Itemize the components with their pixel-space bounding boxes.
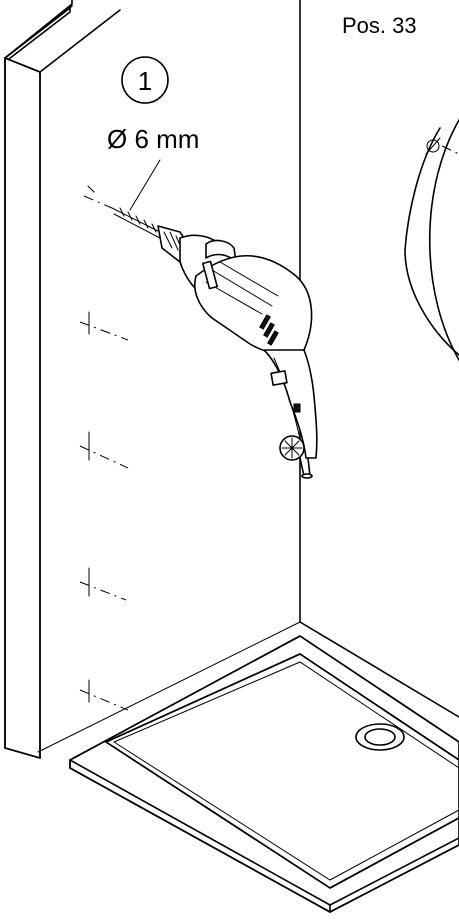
power-drill-icon bbox=[111, 207, 318, 479]
drill-hole-marker-1 bbox=[83, 185, 113, 209]
shower-tray bbox=[69, 635, 459, 913]
drill-hole-markers bbox=[79, 185, 129, 711]
drill-hole-marker-4 bbox=[79, 567, 127, 601]
drill-diameter-label: Ø 6 mm bbox=[107, 124, 199, 154]
back-wall bbox=[37, 0, 459, 753]
drill-hole-marker-5 bbox=[79, 679, 129, 711]
diameter-leader-line bbox=[129, 159, 161, 211]
position-label: Pos. 33 bbox=[342, 13, 417, 38]
mirror-outline bbox=[404, 119, 459, 361]
step-number: 1 bbox=[138, 66, 152, 96]
drill-hole-marker-3 bbox=[79, 431, 129, 469]
step-callout: 1 Ø 6 mm bbox=[107, 56, 199, 211]
wall-panel bbox=[4, 0, 121, 759]
step-number-circle bbox=[121, 56, 169, 104]
drill-hole-marker-2 bbox=[79, 311, 129, 341]
drill-bit-icon bbox=[111, 207, 161, 239]
